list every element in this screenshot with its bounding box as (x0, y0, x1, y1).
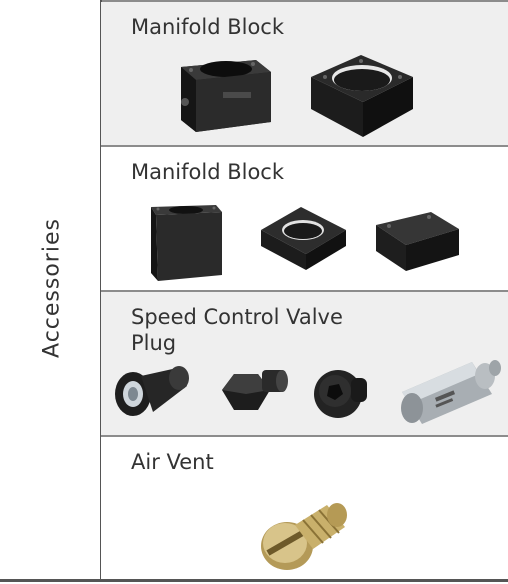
air-vent-brass-image (261, 503, 347, 570)
manifold-block-flat-image (261, 207, 346, 270)
row-manifold-block-2: Manifold Block (101, 147, 508, 292)
category-label: Accessories (39, 218, 65, 358)
row-label: Manifold Block (131, 15, 285, 39)
manifold-block-ported-image (181, 60, 271, 132)
plug-socket-image (314, 370, 367, 418)
speed-control-valve-silver-image (401, 360, 501, 424)
table-top-border (0, 0, 508, 2)
row-air-vent: Air Vent (101, 437, 508, 579)
row-label: Speed Control Valve Plug (131, 305, 343, 355)
row-label: Manifold Block (131, 160, 285, 184)
category-cell: Accessories (0, 0, 102, 581)
row-speed-control-valve-plug: Speed Control Valve Plug (101, 292, 508, 437)
table-bottom-border (0, 579, 508, 582)
plug-hex-image (222, 370, 288, 410)
row-label: Air Vent (131, 450, 214, 474)
manifold-block-thin-image (311, 55, 413, 137)
manifold-block-tall-image (151, 205, 222, 281)
speed-control-valve-image (115, 366, 189, 416)
manifold-block-solid-image (376, 212, 459, 271)
row-manifold-block-1: Manifold Block (101, 2, 508, 147)
